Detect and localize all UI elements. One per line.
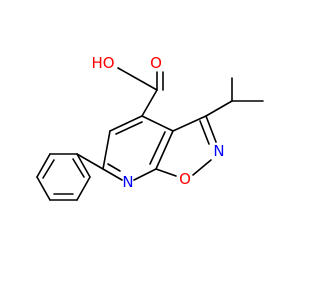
bond-lines [36,77,264,201]
bond-c3a-c4 [141,115,174,132]
structure-canvas: HO O N N O [36,54,264,201]
bond-ph-6-inner [72,158,85,178]
label-carbonyl-oxygen: O [150,54,162,72]
bond-c6-ph [76,153,104,170]
atom-labels: HO O N N O [91,54,224,191]
bond-c4-cooh [141,89,158,117]
bond-n-o [192,159,212,176]
bond-c6-n-inner [107,163,121,172]
bond-ph-5 [76,176,91,201]
label-pyridine-nitrogen: N [122,173,133,191]
label-hydroxyl: HO [91,54,114,72]
bond-ph-2 [36,153,51,178]
bond-c3-n [205,115,217,143]
bond-c3a-c3 [172,115,207,132]
bond-carboxyl-c-oh [117,67,158,91]
bond-n-c7a [133,168,157,181]
bond-ph-3 [36,176,51,201]
bond-c7a-c3a-inner [149,131,166,165]
bond-c3-iso [205,100,233,117]
carboxyl-final [117,67,164,91]
bond-c4-c5 [109,115,143,132]
bond-ph-6 [76,153,91,178]
bond-c5-c6 [102,130,111,170]
bond-ph-2-inner [42,159,55,179]
bond-o-c7a [155,168,177,177]
bond-c6-n [102,168,123,181]
label-isoxazole-nitrogen: N [213,142,224,160]
label-isoxazole-oxygen: O [179,170,191,188]
bond-c7a-c3a [155,130,174,170]
bond-c3-n-inner [199,120,210,145]
bond-c4-c5-inner [115,121,143,135]
